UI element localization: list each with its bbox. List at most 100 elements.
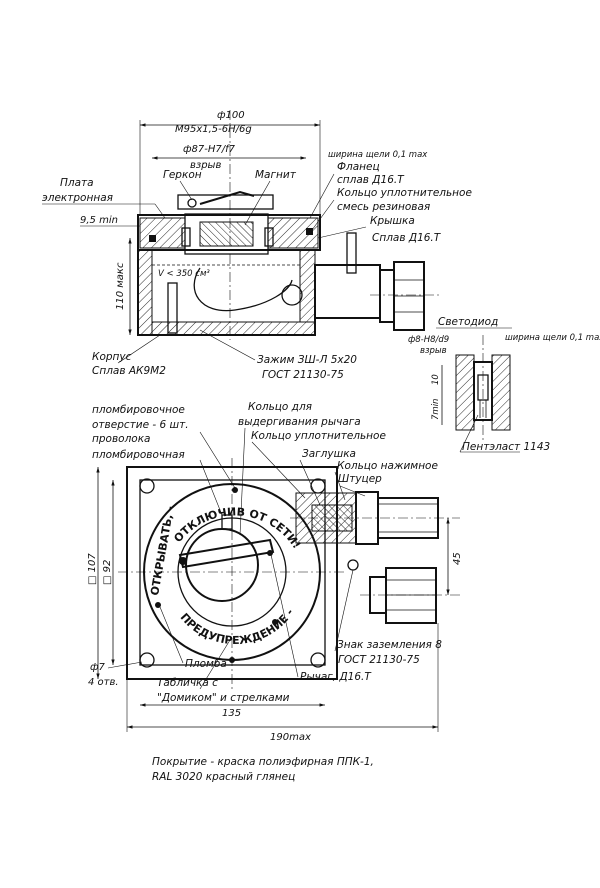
dim-d87-note: взрыв: [190, 160, 221, 171]
dim-107: □ 107: [87, 553, 98, 585]
led-body-left: [455, 354, 475, 431]
leader-compound-2: [459, 414, 479, 453]
seal-ring-left: [149, 235, 156, 242]
label-reed-switch: Геркон: [163, 169, 202, 181]
led-detail: Светодиод ф8-Н8/d9 взрыв ширина щели 0,1…: [408, 316, 600, 453]
label-housing-alloy: Сплав АК9М2: [92, 365, 166, 377]
front-view: ОТКЛЮЧИВ ОТ СЕТИ! ОТКРЫВАТЬ, - ПРЕДУПРЕЖ…: [87, 401, 463, 743]
label-holes: 4 отв.: [88, 677, 119, 688]
leader-seal-wire: [199, 431, 236, 489]
inner-plate: [139, 479, 326, 666]
internal-terminal: [281, 284, 303, 306]
dim-110: 110 макс: [115, 262, 126, 310]
note-line-1: Покрытие - краска полиэфирная ППК-1,: [152, 756, 374, 768]
lever-pivot: [179, 557, 187, 565]
dim-45: 45: [452, 552, 463, 565]
label-seal-wire-4: пломбировочная: [92, 449, 185, 461]
led-compound: Пентэласт 1143: [462, 441, 550, 453]
label-press-ring: Кольцо нажимное: [337, 460, 438, 472]
corner-hole-br: [310, 652, 326, 668]
leader-seal: [159, 606, 184, 664]
label-lever-ring-1: Кольцо для: [248, 401, 312, 413]
led-dim-7: 7min: [431, 399, 441, 420]
corner-hole-tr: [310, 478, 326, 494]
leader-housing: [117, 334, 161, 364]
dim-d87: ф87-Н7/f7: [183, 144, 236, 155]
volume: V < 350 см³: [158, 269, 210, 279]
dim-92: □ 92: [102, 560, 113, 585]
cover-left-hatch: [139, 217, 186, 249]
leader-plug: [299, 459, 321, 506]
label-d7: ф7: [90, 662, 106, 673]
label-lever-ring-2: выдергивания рычага: [238, 416, 361, 428]
leader-ground: [334, 569, 354, 652]
ring-text-left: ОТКРЫВАТЬ, -: [148, 505, 177, 597]
label-board-2: электронная: [42, 192, 113, 204]
leader-plate: [199, 639, 231, 690]
leader-flange: [309, 173, 335, 219]
label-slot-width: ширина щели 0,1 max: [328, 150, 428, 160]
dim-135: 135: [222, 708, 241, 719]
led-slot-width: ширина щели 0,1 max: [505, 333, 600, 343]
label-lever: Рычаг, Д16.Т: [300, 671, 372, 683]
bolt-right: [264, 227, 274, 247]
ring-text-top: ОТКЛЮЧИВ ОТ СЕТИ!: [171, 505, 303, 551]
label-seal-wire-3: проволока: [92, 433, 150, 445]
housing-bottom: [151, 321, 316, 336]
leader-d7: [107, 661, 143, 669]
led-title: Светодиод: [438, 316, 498, 328]
led-body-right: [491, 354, 511, 431]
reed-switch-body: [177, 194, 274, 210]
leader-clamp: [199, 329, 256, 361]
dim-190: 190max: [270, 732, 311, 743]
dim-d100: ф100: [217, 110, 245, 121]
section-view: ф100 М95х1,5-6Н/6g ф87-Н7/f7 взрыв 110 м…: [42, 110, 472, 381]
leader-cover: [317, 226, 367, 239]
dim-thread: М95х1,5-6Н/6g: [175, 124, 252, 135]
fitting-lower-nut: [385, 567, 437, 624]
label-housing: Корпус: [92, 351, 132, 363]
label-seal-ring-front: Кольцо уплотнительное: [251, 430, 386, 442]
internal-wiring: [193, 267, 293, 312]
reed-pivot: [187, 198, 197, 208]
label-clamp-gost: ГОСТ 21130-75: [262, 369, 344, 381]
leader-magnet: [244, 180, 271, 226]
label-flange-alloy: сплав Д16.Т: [337, 174, 405, 186]
label-board-1: Плата: [60, 177, 94, 189]
magnet-core: [199, 221, 254, 247]
housing-left-wall: [137, 249, 153, 336]
seal-hole-2: [267, 550, 273, 556]
label-magnet: Магнит: [255, 169, 297, 181]
led-fit: ф8-Н8/d9: [408, 335, 449, 345]
led-diode: [477, 374, 489, 401]
label-seal: Пломба: [185, 658, 227, 670]
label-seal-wire-2: отверстие - 6 шт.: [92, 419, 189, 431]
label-clamp: Зажим ЗШ-Л 5х20: [257, 354, 357, 366]
side-gland: [379, 269, 395, 323]
leader-seal-ring-front: [251, 441, 306, 499]
reed-switch-lever: [199, 190, 255, 205]
leader-lever-ring: [239, 427, 246, 536]
leader-seal-wire-2: [199, 459, 223, 516]
leader-fitting: [339, 485, 366, 497]
label-seal-ring: Кольцо уплотнительное: [337, 187, 472, 199]
label-plate-2: "Домиком" и стрелками: [157, 692, 290, 704]
label-rubber-mix: смесь резиновая: [337, 201, 430, 213]
led-fit-note: взрыв: [420, 346, 447, 356]
label-cover: Крышка: [370, 215, 415, 227]
label-ground-sign: Знак заземления 8: [337, 639, 442, 651]
label-ground-gost: ГОСТ 21130-75: [338, 654, 420, 666]
seal-hole-3: [155, 602, 161, 608]
housing-right-wall: [299, 249, 316, 323]
screw-bottom-left: [167, 282, 178, 334]
leader-lever: [269, 549, 299, 678]
seal-hole-1: [232, 487, 238, 493]
led-dim-10: 10: [431, 374, 441, 385]
leader-seal-ring: [311, 199, 335, 231]
seal-hole-4: [272, 619, 278, 625]
magnet-block: [184, 213, 269, 255]
bolt-left: [181, 227, 191, 247]
cover-outline: [137, 214, 321, 251]
label-seal-wire-1: пломбировочное: [92, 404, 185, 416]
